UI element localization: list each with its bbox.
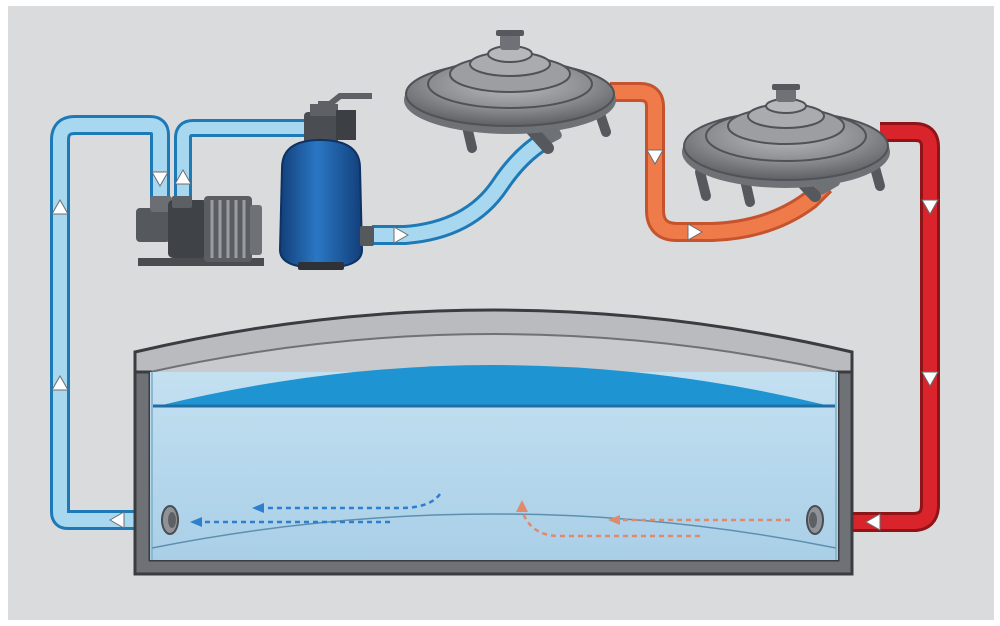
arrow-up-icon bbox=[51, 374, 69, 391]
arrow-left-icon bbox=[864, 513, 881, 531]
pool-outlet-fitting bbox=[161, 505, 179, 535]
arrow-down-icon bbox=[921, 199, 939, 216]
above-ground-pool bbox=[133, 308, 854, 576]
arrow-down-icon bbox=[921, 371, 939, 388]
water-surface bbox=[158, 365, 830, 406]
pipe-flow-arrows bbox=[51, 149, 939, 531]
pool-inlet-fitting bbox=[806, 505, 824, 535]
arrow-right-icon bbox=[687, 223, 704, 241]
arrow-left-icon bbox=[108, 511, 125, 529]
arrow-down-icon bbox=[646, 149, 664, 166]
pump-to-filter-pipe bbox=[174, 119, 310, 205]
warm-flow-arrows bbox=[516, 500, 790, 538]
arrow-up-icon bbox=[51, 198, 69, 215]
cold-flow-arrows bbox=[190, 493, 442, 527]
sand-filter bbox=[278, 93, 374, 270]
pool-pump bbox=[136, 196, 264, 266]
arrow-down-icon bbox=[151, 171, 169, 188]
arrow-right-icon bbox=[393, 226, 410, 244]
hot-supply-pipe bbox=[845, 122, 940, 532]
cold-return-pipe bbox=[50, 115, 170, 530]
solar-dome-heater-1 bbox=[404, 30, 616, 154]
motor-fins bbox=[210, 200, 246, 258]
arrow-up-icon bbox=[174, 168, 192, 185]
solar-dome-heater-2 bbox=[682, 84, 890, 207]
pool-floor-curve bbox=[151, 513, 837, 549]
